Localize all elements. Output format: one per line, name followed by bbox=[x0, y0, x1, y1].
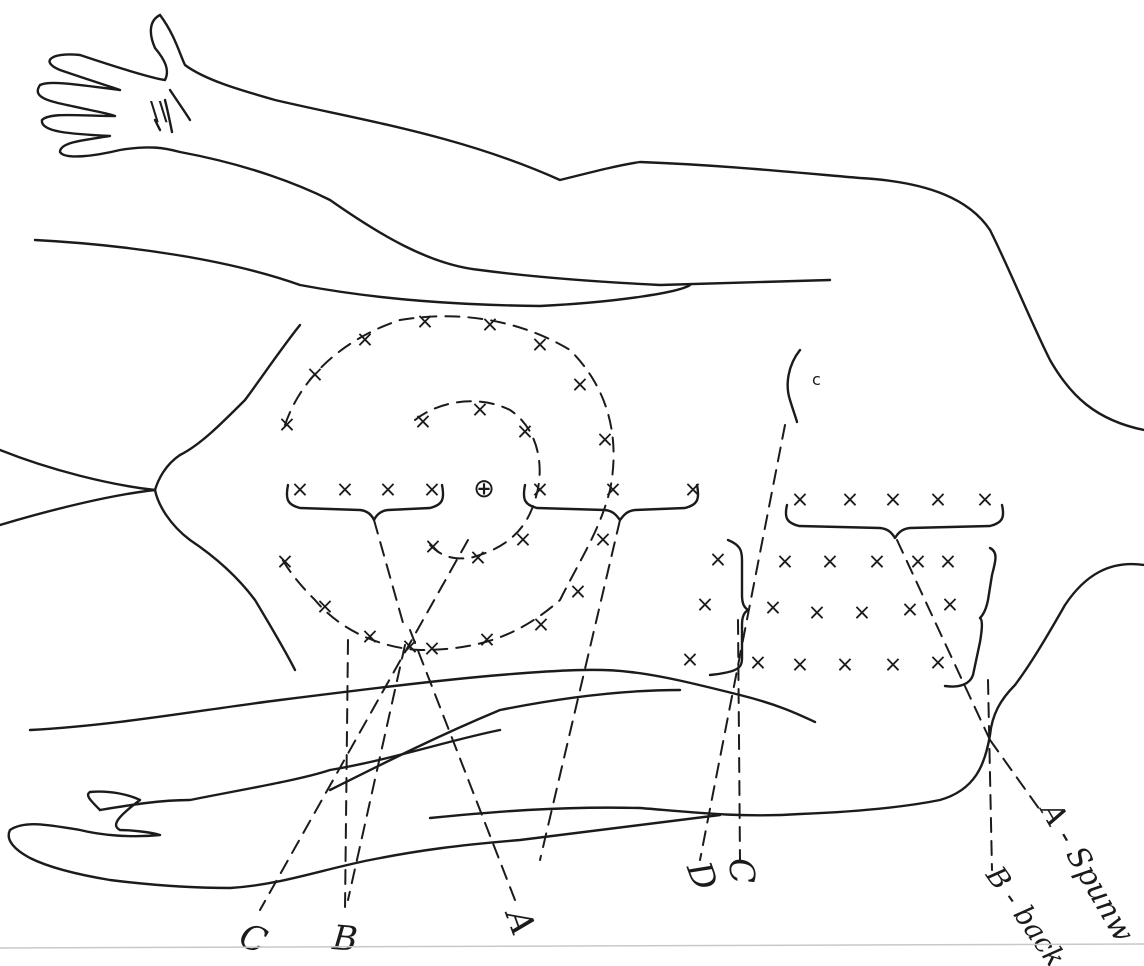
legend-b: B - back bbox=[979, 859, 1073, 966]
cross-mark: × bbox=[471, 398, 489, 423]
cross-mark: × bbox=[278, 413, 296, 438]
cross-mark: × bbox=[929, 488, 947, 513]
cross-mark: × bbox=[306, 363, 324, 388]
cross-mark: × bbox=[361, 625, 379, 650]
cross-mark: × bbox=[481, 313, 499, 338]
torso-outline bbox=[0, 325, 1144, 818]
cross-mark: × bbox=[836, 653, 854, 678]
scan-edge-line bbox=[0, 944, 1144, 948]
cross-mark: × bbox=[868, 550, 886, 575]
cross-mark: × bbox=[776, 550, 794, 575]
cross-mark: × bbox=[379, 478, 397, 503]
cross-mark: × bbox=[976, 488, 994, 513]
cross-mark: × bbox=[531, 478, 549, 503]
cross-mark: × bbox=[469, 546, 487, 571]
cross-mark: × bbox=[423, 478, 441, 503]
cross-mark: × bbox=[594, 528, 612, 553]
hand-lines-mark: \\ bbox=[150, 97, 168, 127]
cross-mark: × bbox=[684, 478, 702, 503]
label-c-left: C bbox=[234, 916, 272, 962]
cross-mark: × bbox=[901, 598, 919, 623]
cross-mark: × bbox=[791, 488, 809, 513]
label-b-left: B bbox=[330, 918, 359, 960]
cross-mark: × bbox=[884, 653, 902, 678]
cross-mark: × bbox=[596, 428, 614, 453]
cross-mark: × bbox=[604, 478, 622, 503]
brace-left-row bbox=[287, 485, 443, 520]
cross-mark: × bbox=[532, 613, 550, 638]
cross-mark: × bbox=[416, 310, 434, 335]
cross-mark: × bbox=[291, 478, 309, 503]
label-c-mid: C bbox=[720, 856, 762, 885]
navel-mark: ⊕ bbox=[473, 474, 495, 504]
cross-mark: × bbox=[316, 595, 334, 620]
cross-mark: × bbox=[884, 488, 902, 513]
upper-arm-outline bbox=[35, 15, 1144, 430]
cross-mark: × bbox=[841, 488, 859, 513]
cross-mark: × bbox=[696, 593, 714, 618]
cross-mark: × bbox=[516, 420, 534, 445]
cross-mark: × bbox=[478, 628, 496, 653]
label-a-mid: A bbox=[496, 901, 543, 941]
cross-mark: × bbox=[764, 596, 782, 621]
cross-mark: × bbox=[276, 550, 294, 575]
cross-mark: × bbox=[749, 651, 767, 676]
cross-mark: × bbox=[424, 535, 442, 560]
cross-mark: × bbox=[709, 548, 727, 573]
callout-lines bbox=[260, 425, 1040, 910]
cross-mark: × bbox=[514, 528, 532, 553]
cross-mark: × bbox=[939, 550, 957, 575]
cross-mark: × bbox=[531, 333, 549, 358]
label-d: D bbox=[678, 856, 725, 896]
lower-arm-outline bbox=[9, 670, 815, 888]
ear-arc bbox=[788, 350, 800, 422]
cross-mark: × bbox=[569, 580, 587, 605]
cross-mark: × bbox=[941, 593, 959, 618]
small-c-mark: c bbox=[812, 370, 821, 389]
cross-mark: × bbox=[336, 478, 354, 503]
cross-mark: × bbox=[423, 637, 441, 662]
cross-mark: × bbox=[853, 601, 871, 626]
cross-mark: × bbox=[821, 550, 839, 575]
cross-mark: × bbox=[356, 328, 374, 353]
cross-mark: × bbox=[808, 601, 826, 626]
cross-mark: × bbox=[414, 410, 432, 435]
cross-mark: × bbox=[791, 653, 809, 678]
x-marks: × × × × × × × × × × × × × × × × × × × × … bbox=[276, 310, 994, 678]
cross-mark: × bbox=[571, 373, 589, 398]
cross-mark: × bbox=[929, 651, 947, 676]
cross-mark: × bbox=[681, 648, 699, 673]
